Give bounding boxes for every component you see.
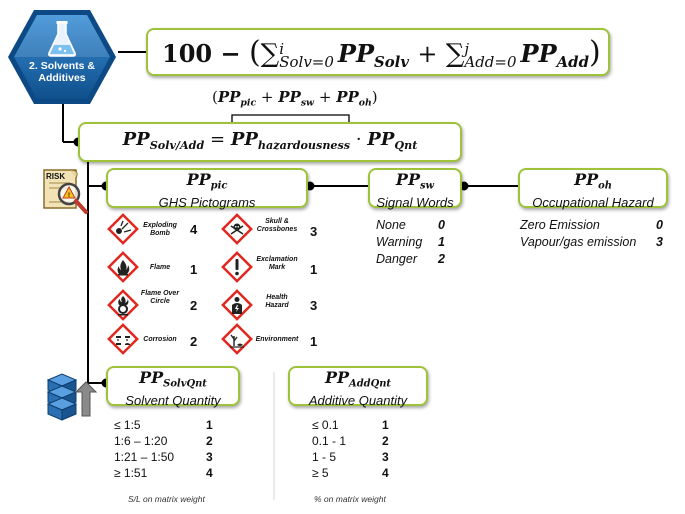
pictogram-item: Corrosion 2 bbox=[104, 322, 220, 358]
pictogram-item: Exploding Bomb 4 bbox=[104, 212, 220, 248]
occupational-hazard-list: Zero Emission 0 Vapour/gas emission 3 bbox=[520, 218, 670, 254]
list-item: Danger bbox=[376, 252, 417, 266]
badge-hexagon bbox=[8, 10, 116, 104]
list-item: ≤ 1:5 bbox=[114, 418, 141, 432]
pp-addqnt-symbol: PPAddQnt bbox=[324, 368, 391, 390]
skull-crossbones-icon bbox=[221, 213, 253, 245]
main-minus: − bbox=[220, 39, 241, 68]
solvent-quantity-list: ≤ 1:5 1 1:6 – 1:20 2 1:21 – 1:50 3 ≥ 1:5… bbox=[114, 418, 234, 492]
list-item: ≥ 5 bbox=[312, 466, 329, 480]
list-item-value: 1 bbox=[382, 418, 389, 432]
additive-footnote: % on matrix weight bbox=[314, 494, 386, 504]
pp-add-sub: Add bbox=[556, 53, 589, 72]
list-item-value: 0 bbox=[656, 218, 663, 232]
list-item: Zero Emission bbox=[520, 218, 600, 232]
main-number: 100 bbox=[162, 39, 213, 68]
list-item-value: 1 bbox=[206, 418, 213, 432]
list-item-value: 4 bbox=[206, 466, 213, 480]
pp-addqnt-title: Additive Quantity bbox=[308, 393, 408, 409]
list-item-value: 2 bbox=[382, 434, 389, 448]
exploding-bomb-icon bbox=[107, 213, 139, 245]
list-item: ≤ 0.1 bbox=[312, 418, 339, 432]
pictogram-item: Flame 1 bbox=[104, 250, 220, 286]
signal-words-list: None 0 Warning 1 Danger 2 bbox=[376, 218, 476, 272]
environment-icon bbox=[221, 323, 253, 355]
sum-top-j: j bbox=[464, 39, 470, 58]
stacked-cubes-icon bbox=[44, 372, 104, 428]
pp-solvadd-formula: PPSolv/Add = PPhazardousness · PPQnt bbox=[122, 129, 418, 152]
list-item-value: 0 bbox=[438, 218, 445, 232]
list-item: Vapour/gas emission bbox=[520, 235, 637, 249]
list-item-value: 3 bbox=[206, 450, 213, 464]
flask-icon bbox=[46, 20, 78, 58]
pp-add: PP bbox=[520, 39, 557, 68]
pp-pic-symbol: PPpic bbox=[186, 170, 228, 192]
pp-sw-symbol: PPsw bbox=[395, 170, 435, 192]
risk-label: RISK bbox=[46, 172, 66, 181]
health-hazard-icon bbox=[221, 289, 253, 321]
pictogram-item: Skull & Crossbones 3 bbox=[218, 212, 334, 248]
list-item: 1 - 5 bbox=[312, 450, 337, 464]
pp-solv-sub: Solv bbox=[374, 53, 409, 72]
flame-icon bbox=[107, 251, 139, 283]
solvent-footnote: S/L on matrix weight bbox=[128, 494, 205, 504]
exclamation-mark-icon bbox=[221, 251, 253, 283]
hazardousness-expansion: (PPpic + PPsw + PPoh) bbox=[212, 88, 378, 109]
pp-oh-symbol: PPoh bbox=[574, 170, 612, 192]
pp-addqnt-box: PPAddQnt Additive Quantity bbox=[288, 366, 428, 409]
list-item: 1:6 – 1:20 bbox=[114, 434, 168, 448]
list-item: None bbox=[376, 218, 406, 232]
list-item-value: 2 bbox=[206, 434, 213, 448]
sum-top-i: i bbox=[279, 39, 285, 58]
flame-over-circle-icon bbox=[107, 289, 139, 321]
pp-solv: PP bbox=[337, 39, 375, 68]
pp-pic-title: GHS Pictograms bbox=[158, 195, 256, 211]
pp-sw-box: PPsw Signal Words bbox=[368, 168, 462, 211]
svg-text:!: ! bbox=[68, 193, 70, 199]
pp-solvqnt-symbol: PPSolvQnt bbox=[139, 368, 207, 390]
risk-document-icon: ! RISK bbox=[40, 166, 96, 216]
list-item: 1:21 – 1:50 bbox=[114, 450, 175, 464]
list-item-value: 4 bbox=[382, 466, 389, 480]
list-item-value: 1 bbox=[438, 235, 445, 249]
pp-solvqnt-title: Solvent Quantity bbox=[125, 393, 221, 409]
badge-label: 2. Solvents & Additives bbox=[29, 60, 95, 84]
pictogram-item: Exclamation Mark 1 bbox=[218, 250, 334, 286]
solvents-additives-badge: 2. Solvents & Additives bbox=[6, 8, 118, 106]
pp-solvadd-box: PPSolv/Add = PPhazardousness · PPQnt bbox=[78, 122, 462, 162]
list-item-value: 3 bbox=[382, 450, 389, 464]
list-item-value: 2 bbox=[438, 252, 445, 266]
corrosion-icon bbox=[107, 323, 139, 355]
sum-bottom-solv: Solv=0 bbox=[279, 52, 334, 71]
main-plus: + bbox=[417, 40, 438, 68]
list-item: Warning bbox=[376, 235, 423, 249]
ghs-pictogram-grid: Exploding Bomb 4 Skull & Crossbones 3 Fl… bbox=[104, 212, 334, 358]
pp-oh-title: Occupational Hazard bbox=[532, 195, 654, 211]
pictogram-item: Environment 1 bbox=[218, 322, 334, 358]
pp-sw-title: Signal Words bbox=[376, 195, 454, 211]
pp-solvqnt-box: PPSolvQnt Solvent Quantity bbox=[106, 366, 240, 409]
sum-bottom-add: Add=0 bbox=[464, 52, 517, 71]
pp-pic-box: PPpic GHS Pictograms bbox=[106, 168, 308, 211]
list-item: ≥ 1:51 bbox=[114, 466, 148, 480]
additive-quantity-list: ≤ 0.1 1 0.1 - 1 2 1 - 5 3 ≥ 5 4 bbox=[312, 418, 422, 492]
pp-oh-box: PPoh Occupational Hazard bbox=[518, 168, 668, 211]
list-item-value: 3 bbox=[656, 235, 663, 249]
pictogram-item: Flame Over Circle 2 bbox=[104, 288, 220, 324]
pictogram-item: Health Hazard 3 bbox=[218, 288, 334, 324]
list-item: 0.1 - 1 bbox=[312, 434, 347, 448]
